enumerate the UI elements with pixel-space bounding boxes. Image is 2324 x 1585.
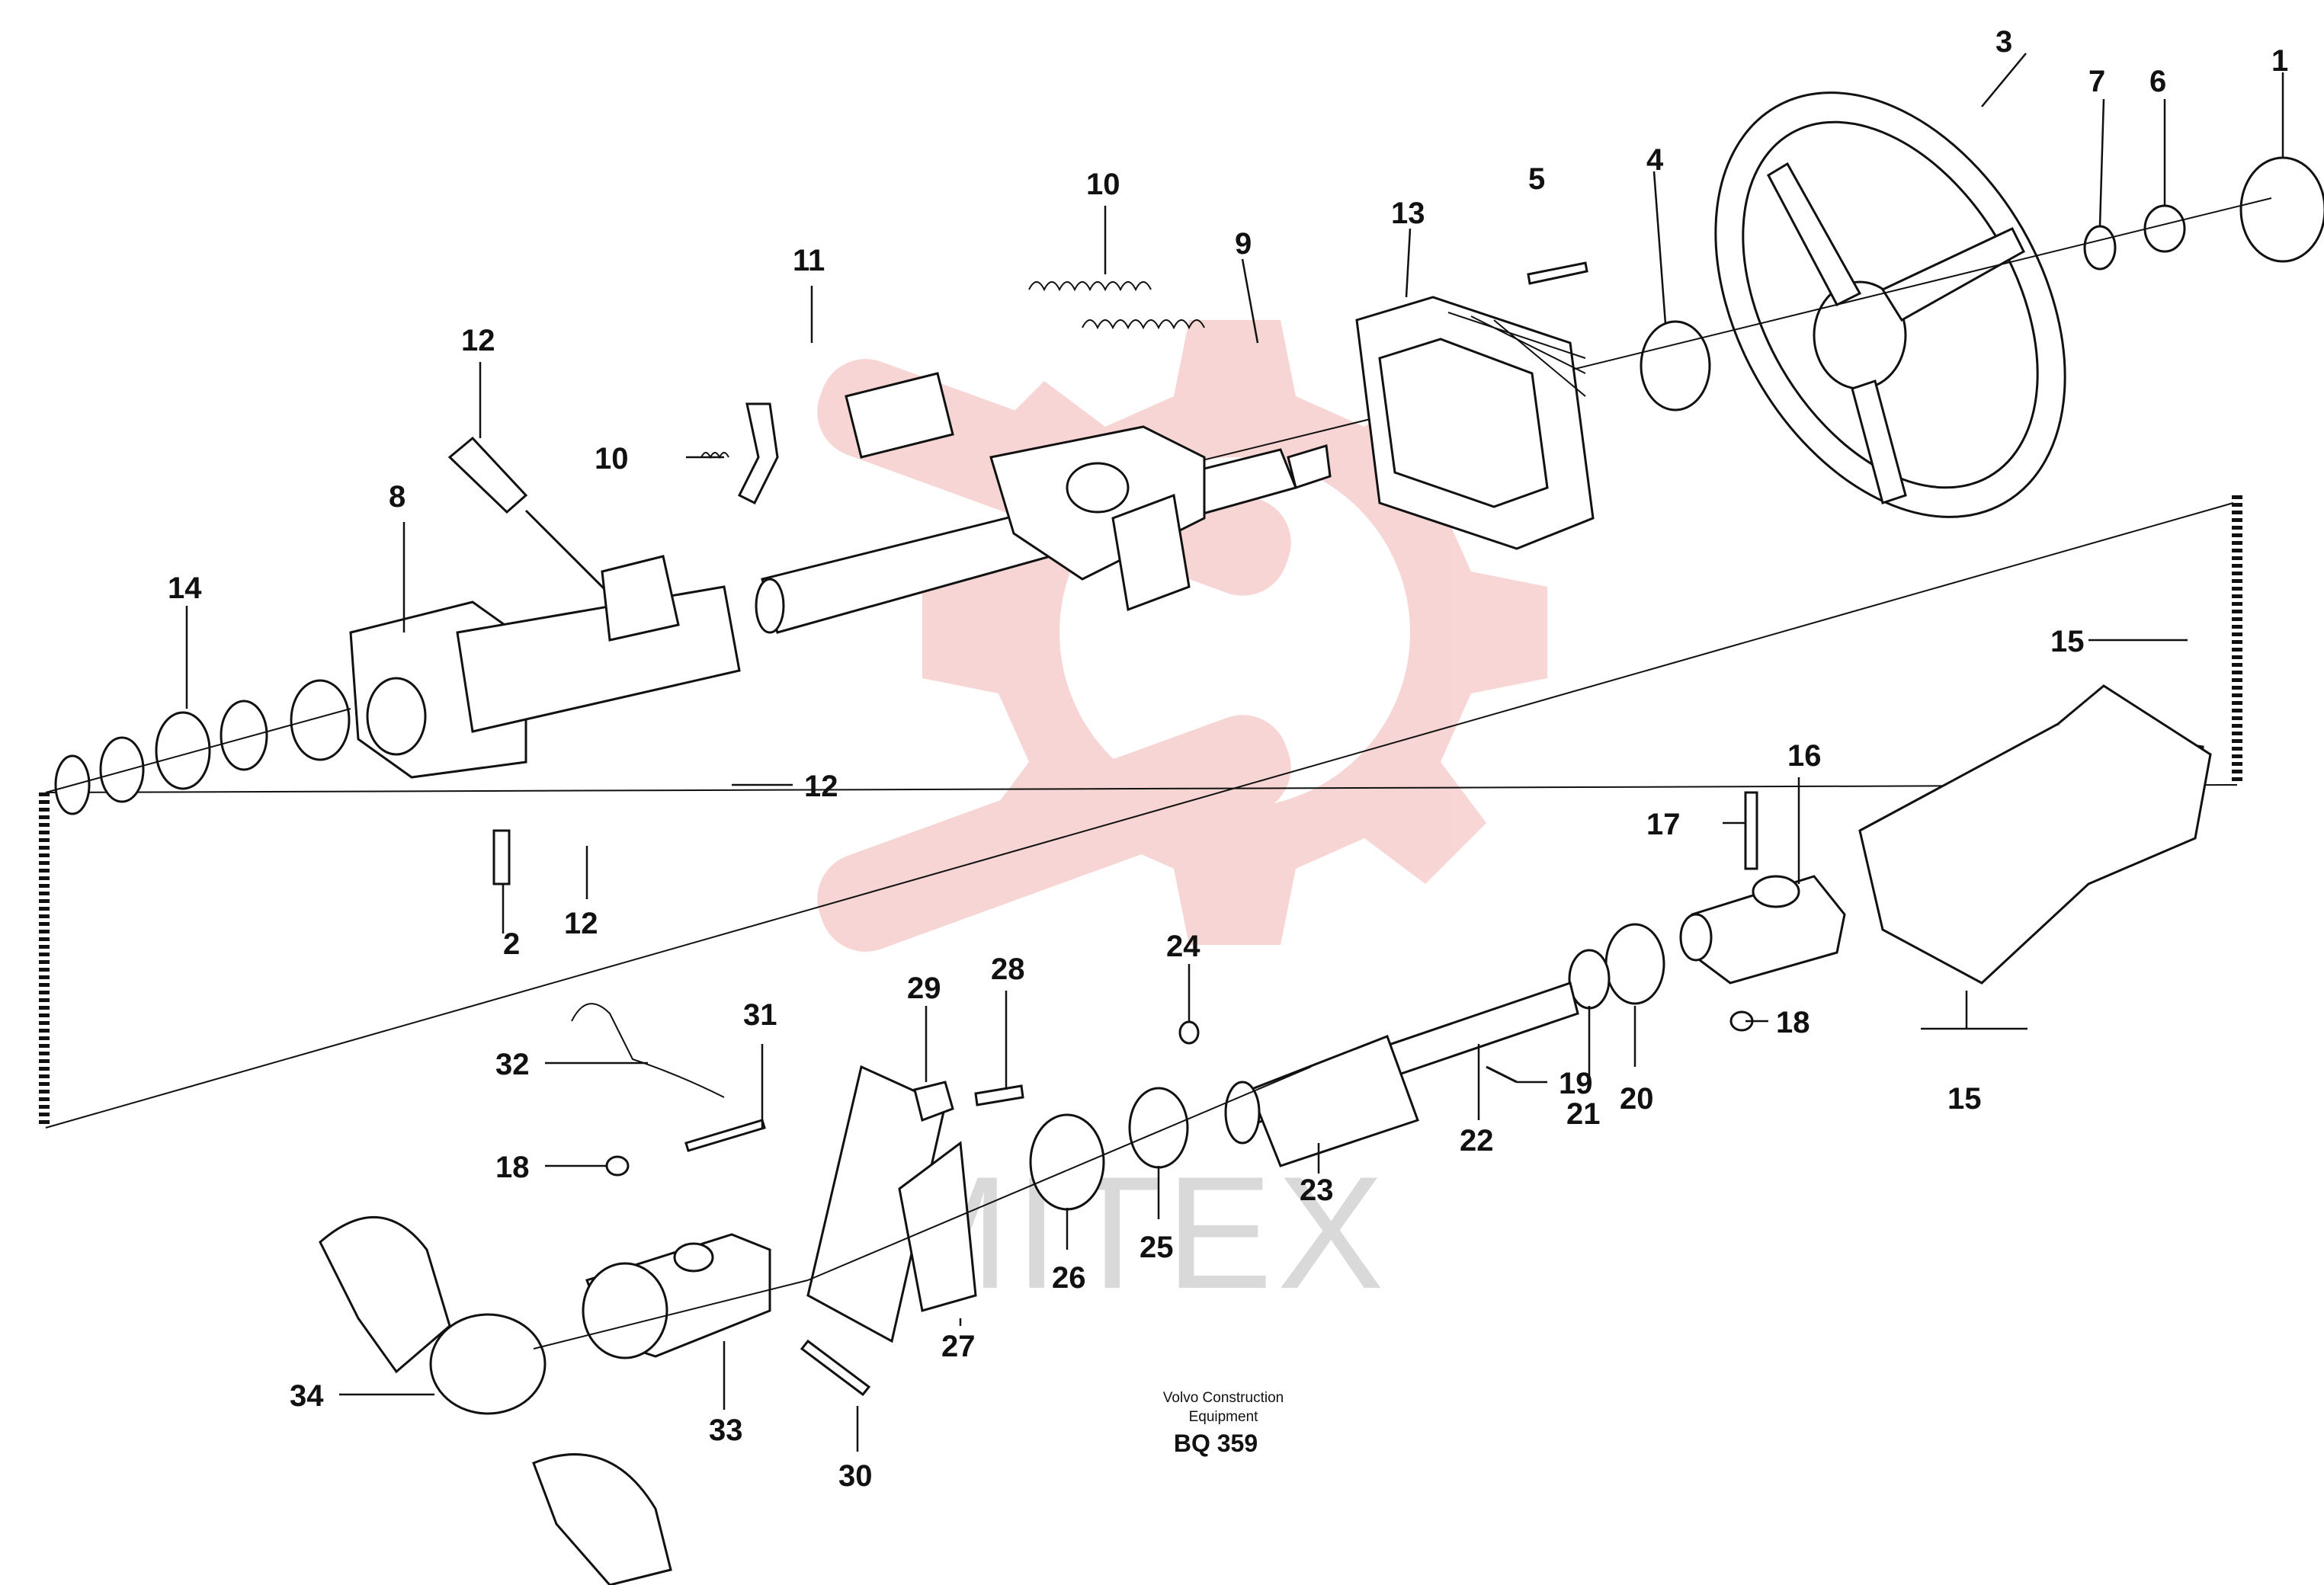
latch-lever [737,402,779,505]
nut [2143,204,2186,253]
universal-joint-lower [582,1233,771,1359]
split-pin [1486,1065,1518,1084]
callout-labels: 1 2 3 4 5 6 7 8 9 10 10 11 12 12 12 13 1… [168,25,2288,1493]
steering-wheel [1714,91,2066,518]
callout-12-top: 12 [461,324,495,357]
control-handle-assembly [319,1216,809,1585]
callout-9: 9 [1235,227,1252,261]
callout-21: 21 [1566,1097,1601,1131]
callout-15-top: 15 [2050,625,2085,658]
spring [1082,319,1205,330]
callout-11: 11 [793,244,825,277]
wire-clip [571,1003,725,1098]
bolt [492,829,511,885]
callout-2: 2 [503,927,520,961]
lower-cover [1858,684,2212,985]
callout-23: 23 [1300,1174,1334,1207]
callout-28: 28 [991,953,1025,986]
callout-30: 30 [838,1459,873,1493]
callout-1: 1 [2271,44,2288,78]
callout-7: 7 [2088,65,2105,98]
callout-26: 26 [1052,1261,1086,1295]
callout-12-right: 12 [804,770,838,803]
callout-14: 14 [168,572,202,605]
callout-16: 16 [1787,739,1822,773]
tilt-lever-rod [524,509,619,604]
callout-10-left: 10 [595,442,629,476]
callout-31: 31 [743,998,777,1032]
footer-brand-line1: Volvo Construction [1163,1390,1284,1406]
callout-32: 32 [495,1048,530,1081]
grease-nipple [1178,1020,1200,1045]
bushing [1029,1113,1105,1211]
callout-33: 33 [709,1414,743,1447]
callout-29: 29 [907,972,941,1005]
callout-34: 34 [290,1379,324,1413]
hub-sleeve [1640,320,1711,411]
latch-plate [845,372,954,459]
callout-3: 3 [1995,25,2012,59]
callout-25: 25 [1140,1231,1174,1264]
leader-lines [185,53,2284,1452]
ring [1128,1087,1189,1169]
callout-27: 27 [941,1330,976,1363]
screw [974,1084,1024,1106]
spring-small [700,452,729,459]
floor-boot [806,1065,1312,1343]
callout-15-bottom: 15 [1947,1082,1982,1116]
universal-joint-upper [1679,875,1846,985]
footer-brand-line2: Equipment [1189,1409,1259,1425]
upper-steering-column [755,425,1332,634]
callout-10-top: 10 [1086,168,1120,201]
callout-19: 19 [1559,1067,1593,1100]
assembly-separator [39,495,2242,1129]
callout-18-right: 18 [1776,1006,1810,1039]
callout-4: 4 [1646,143,1664,177]
bolt [1744,791,1758,870]
callout-22: 22 [1460,1124,1494,1158]
bushing [1604,923,1665,1005]
footer: Volvo Construction Equipment BQ 359 [1163,1390,1284,1457]
bearing-ring-set [45,679,351,815]
lower-shafts [1224,981,1579,1167]
callout-18-left: 18 [495,1151,530,1184]
callout-24: 24 [1166,930,1200,963]
callout-13: 13 [1391,197,1425,230]
spring [1028,281,1152,292]
callout-12-bottom: 12 [564,907,598,940]
washer [2083,225,2117,271]
callout-6: 6 [2149,65,2166,98]
callout-8: 8 [389,480,405,514]
nut [605,1155,630,1177]
tilt-lever-handle [447,436,528,514]
callout-20: 20 [1620,1082,1654,1116]
clip [913,1081,954,1122]
callout-17: 17 [1646,808,1681,841]
horn-cap [2239,156,2324,263]
callout-5: 5 [1528,162,1545,196]
bolt [800,1339,871,1397]
screw [1527,261,1588,285]
footer-code: BQ 359 [1174,1430,1258,1457]
column-bracket [349,555,741,779]
bolt [684,1119,766,1152]
bellows [1355,296,1595,550]
